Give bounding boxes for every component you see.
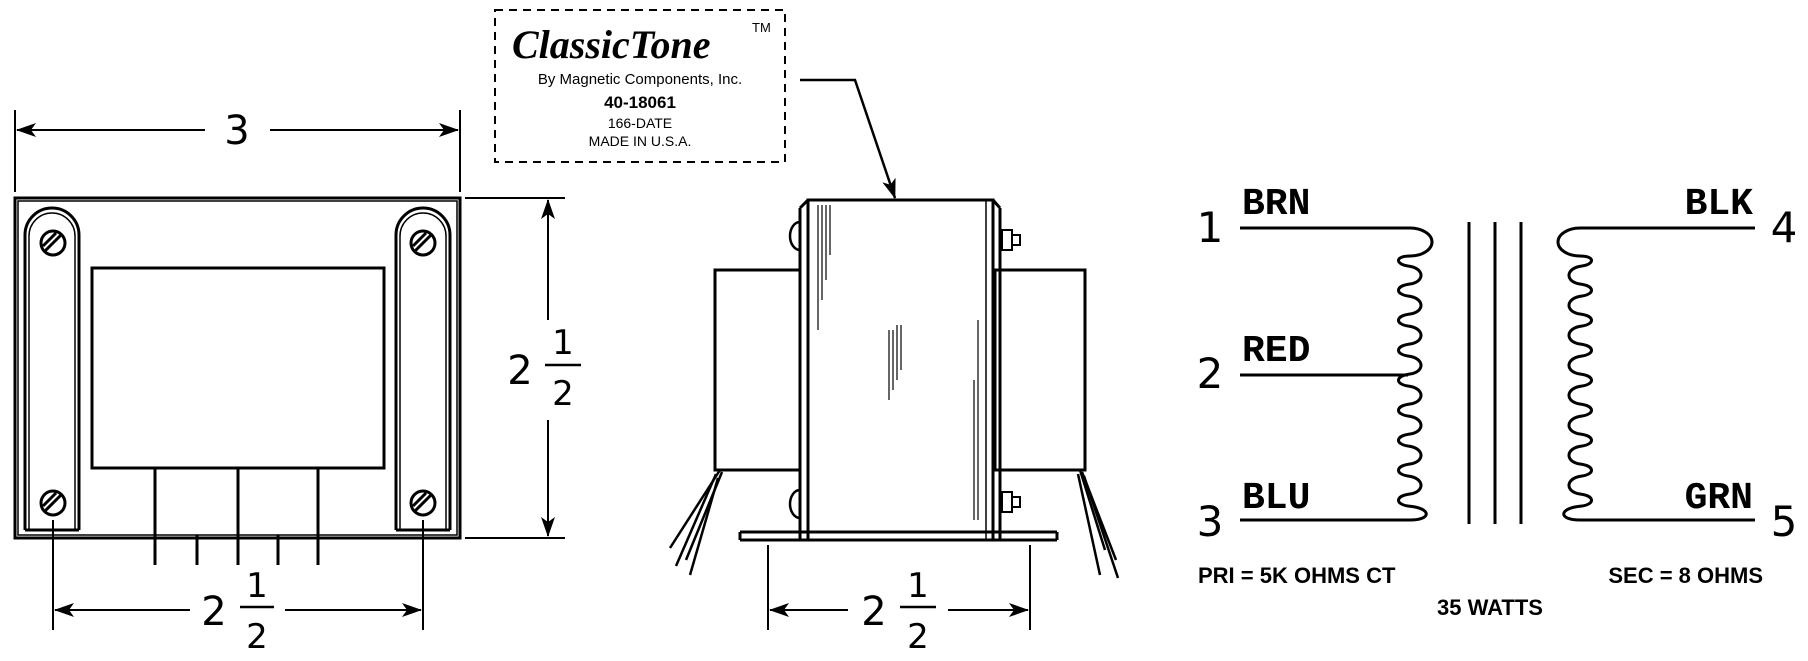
wire-label-grn: GRN	[1685, 477, 1753, 520]
front-width-value: 3	[224, 108, 249, 154]
front-mount-dimension: 2 1 2	[54, 566, 422, 657]
side-lead-wires-left	[668, 469, 724, 576]
pin-number-5: 5	[1771, 497, 1798, 546]
front-width-dimension: 3	[16, 108, 459, 154]
side-mount-numerator: 1	[907, 566, 929, 606]
front-height-denominator: 2	[552, 374, 574, 414]
primary-spec: PRI = 5K OHMS CT	[1198, 563, 1396, 588]
side-view	[668, 198, 1120, 630]
side-coil-left	[713, 268, 802, 472]
front-mount-numerator: 1	[246, 566, 268, 606]
side-mount-denominator: 2	[907, 617, 929, 657]
right-mounting-bracket	[394, 206, 452, 530]
front-lead-wires	[153, 468, 320, 565]
wire-label-red: RED	[1242, 330, 1310, 373]
pin-number-4: 4	[1771, 203, 1798, 252]
secondary-spec: SEC = 8 OHMS	[1608, 563, 1763, 588]
screw-top-right	[409, 229, 437, 257]
secondary-coil	[1556, 226, 1593, 522]
screw-bottom-right	[409, 489, 437, 517]
date-code: 166-DATE	[608, 115, 672, 131]
pin-number-1: 1	[1197, 203, 1224, 252]
primary-coil	[1397, 226, 1434, 522]
power-spec: 35 WATTS	[1437, 595, 1543, 620]
part-number: 40-18061	[604, 93, 676, 112]
brand-logo-text: ClassicTone	[512, 22, 711, 67]
left-mounting-bracket	[23, 206, 81, 530]
schematic: 1 2 3 4 5 BRN RED BLU BLK GRN PRI = 5K O…	[1197, 183, 1798, 620]
trademark-mark: TM	[752, 20, 771, 35]
front-mount-denominator: 2	[246, 617, 268, 657]
side-stud-left-top	[788, 220, 801, 252]
label-plate: ClassicTone TM By Magnetic Components, I…	[494, 9, 897, 199]
side-nut-right-bottom	[1001, 491, 1021, 513]
front-mount-whole: 2	[201, 589, 226, 635]
pin-number-3: 3	[1197, 497, 1224, 546]
lamination-shading	[817, 205, 979, 520]
coil-window	[90, 266, 386, 470]
screw-top-left	[39, 229, 67, 257]
wire-label-blk: BLK	[1685, 183, 1754, 226]
pin-number-2: 2	[1197, 349, 1224, 398]
label-plate-border	[494, 9, 786, 163]
side-lead-wires-right	[1076, 469, 1120, 579]
origin-text: MADE IN U.S.A.	[589, 133, 692, 149]
front-height-dimension: 2 1 2	[507, 199, 581, 537]
side-mount-dimension: 2 1 2	[769, 566, 1029, 657]
front-height-numerator: 1	[552, 323, 574, 363]
wire-label-brn: BRN	[1242, 183, 1310, 226]
maker-text: By Magnetic Components, Inc.	[538, 71, 742, 88]
screw-bottom-left	[39, 489, 67, 517]
side-coil-right	[993, 268, 1087, 472]
front-view	[13, 110, 565, 630]
side-nut-right-top	[999, 229, 1021, 251]
label-leader-arrow	[800, 78, 897, 199]
side-stud-left-bottom	[788, 488, 801, 520]
side-mount-whole: 2	[861, 589, 886, 635]
wire-label-blu: BLU	[1242, 477, 1310, 520]
front-height-whole: 2	[507, 348, 532, 394]
